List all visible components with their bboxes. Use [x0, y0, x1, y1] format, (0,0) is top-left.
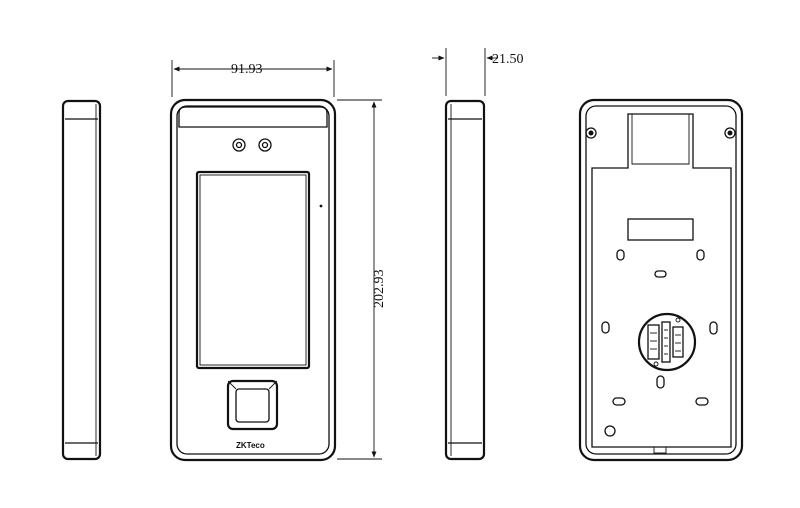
back-view: [578, 98, 744, 462]
width-dimension: 91.93: [171, 60, 335, 97]
depth-dimension: 21.50: [432, 48, 524, 96]
left-side-view: [61, 99, 102, 461]
height-label: 202.93: [372, 270, 387, 309]
width-label: 91.93: [231, 62, 263, 77]
dual-camera-icon: [232, 138, 272, 152]
light-sensor-icon: [319, 204, 323, 208]
height-dimension: 202.93: [337, 99, 387, 460]
right-side-view: [444, 99, 486, 461]
screw-hole-icon: [585, 127, 736, 139]
fingerprint-sensor-icon: [226, 379, 279, 431]
brand-logo-text: ZKTeco: [236, 441, 265, 450]
front-view: ZKTeco: [169, 98, 337, 462]
connector-port-icon: [637, 312, 697, 372]
brand-logo: ZKTeco: [236, 441, 265, 450]
display-screen: [195, 170, 311, 370]
depth-label: 21.50: [492, 52, 524, 67]
